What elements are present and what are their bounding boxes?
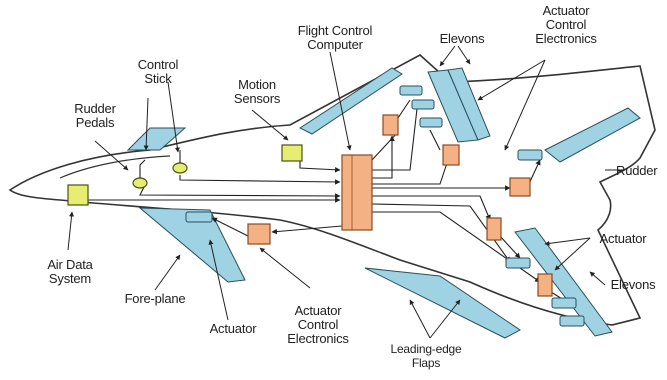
air-data-system-box <box>68 185 88 205</box>
label-air-data-system: Air Data System <box>30 258 110 286</box>
label-rudder: Rudder <box>616 164 666 178</box>
rudder-surface <box>545 108 640 162</box>
label-control-stick: Control Stick <box>128 58 188 86</box>
label-motion-sensors: Motion Sensors <box>222 78 292 106</box>
label-actuator-right: Actuator <box>588 232 658 246</box>
label-elevons-top: Elevons <box>427 32 497 46</box>
label-fore-plane: Fore-plane <box>110 292 200 306</box>
lower-leading-edge-flap <box>365 268 520 338</box>
label-actuator-bottom: Actuator <box>198 322 268 336</box>
actuator-control-electronics-box <box>248 115 552 296</box>
motion-sensors-box <box>282 145 302 161</box>
canopy-line <box>60 156 170 178</box>
rudder-pedal <box>133 178 147 188</box>
label-leading-edge-flaps: Leading-edge Flaps <box>378 342 474 370</box>
label-actuator-control-electronics-top: Actuator Control Electronics <box>518 4 614 46</box>
control-stick-base <box>173 163 187 173</box>
control-stick-lines <box>140 150 180 178</box>
label-flight-control-computer: Flight Control Computer <box>270 24 400 52</box>
flight-control-computer-box <box>342 155 372 230</box>
label-elevons-bottom: Elevons <box>600 278 666 292</box>
label-rudder-pedals: Rudder Pedals <box>60 102 130 130</box>
label-actuator-control-electronics-bottom: Actuator Control Electronics <box>270 304 366 346</box>
